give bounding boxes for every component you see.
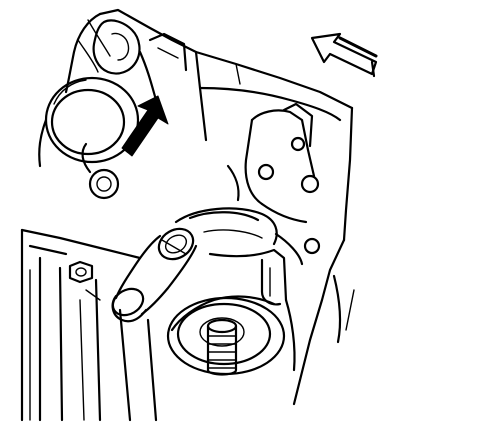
upper-housing xyxy=(64,8,354,242)
location-arrow xyxy=(121,95,169,157)
lower-block xyxy=(20,228,158,422)
pulley-bolt xyxy=(166,296,286,376)
sensor-assembly xyxy=(111,207,288,332)
direction-arrow xyxy=(310,32,378,78)
mounting-bracket xyxy=(226,102,321,266)
right-lower-casting xyxy=(284,238,355,406)
port-ring xyxy=(38,76,140,168)
bolt-boss xyxy=(81,142,120,200)
